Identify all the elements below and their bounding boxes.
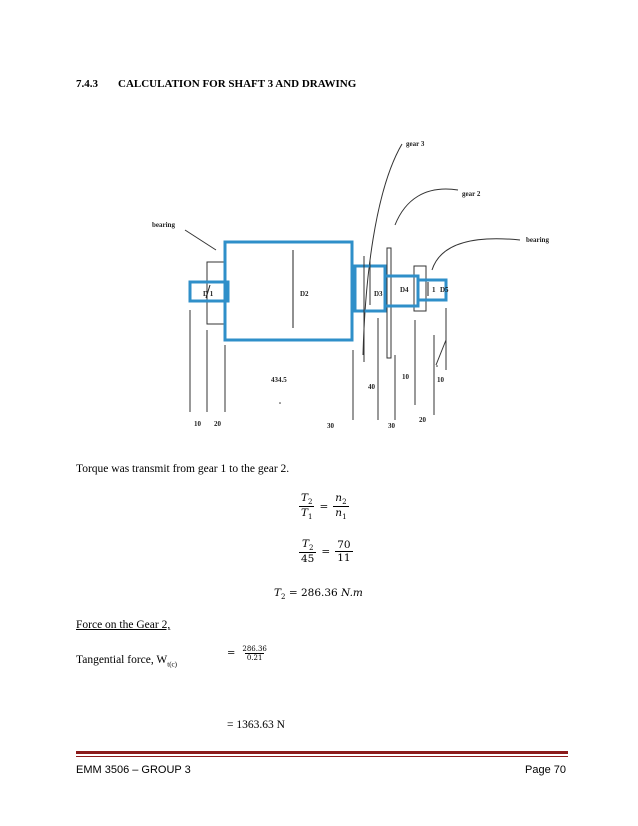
d2-label: D2 [300, 290, 309, 298]
gear2-label: gear 2 [462, 190, 481, 198]
gear3-label: gear 3 [406, 140, 425, 148]
torque-intro: Torque was transmit from gear 1 to the g… [76, 463, 290, 475]
section-title: CALCULATION FOR SHAFT 3 AND DRAWING [118, 78, 357, 90]
segment-d2 [223, 240, 354, 342]
dim-30-a: 30 [327, 422, 335, 430]
bearing-left-leader [184, 229, 217, 251]
page-number: Page 70 [525, 764, 566, 776]
bearing-right-block [413, 265, 427, 312]
d3-label: D3 [374, 290, 383, 298]
shaft-drawing: gear 3 gear 2 bearing bearing D 1 D2 D3 … [152, 140, 549, 430]
force-heading: Force on the Gear 2, [76, 619, 171, 631]
dim-30-b: 30 [388, 422, 396, 430]
segment-d1 [188, 280, 230, 303]
tangential-result: = 1363.63 N [227, 719, 285, 731]
gear3-plate [386, 247, 392, 359]
dim-434: 434.5 [271, 376, 287, 384]
tangential-label: Tangential force, Wt(c) [76, 654, 177, 669]
footer-rule-thin [76, 756, 568, 757]
gear3-leader [362, 143, 403, 356]
dim-20-right: 20 [419, 416, 427, 424]
footer-group: EMM 3506 – GROUP 3 [76, 764, 191, 776]
dim-10-mid: 10 [402, 373, 410, 381]
bearing-right-leader [431, 238, 521, 271]
dim-40: 40 [368, 383, 376, 391]
segment-d5 [416, 278, 448, 302]
dim-10-left: 10 [194, 420, 202, 428]
dim-20-left: 20 [214, 420, 222, 428]
d4-label: D4 [400, 286, 409, 294]
dim-10-right: 10 [437, 376, 445, 384]
d1-label: D 1 [203, 290, 214, 298]
bearing-right-label: bearing [526, 236, 549, 244]
d5-label: D5 [440, 286, 449, 294]
equation-torque-result: T2 = 286.36 N.m [274, 587, 363, 602]
bearing-left-label: bearing [152, 221, 175, 229]
gear2-leader [394, 188, 459, 226]
footer-rule-thick [76, 751, 568, 754]
mark-1-label: 1 [432, 286, 436, 294]
section-number: 7.4.3 [76, 78, 98, 90]
section-heading: 7.4.3 CALCULATION FOR SHAFT 3 AND DRAWING [76, 78, 356, 90]
